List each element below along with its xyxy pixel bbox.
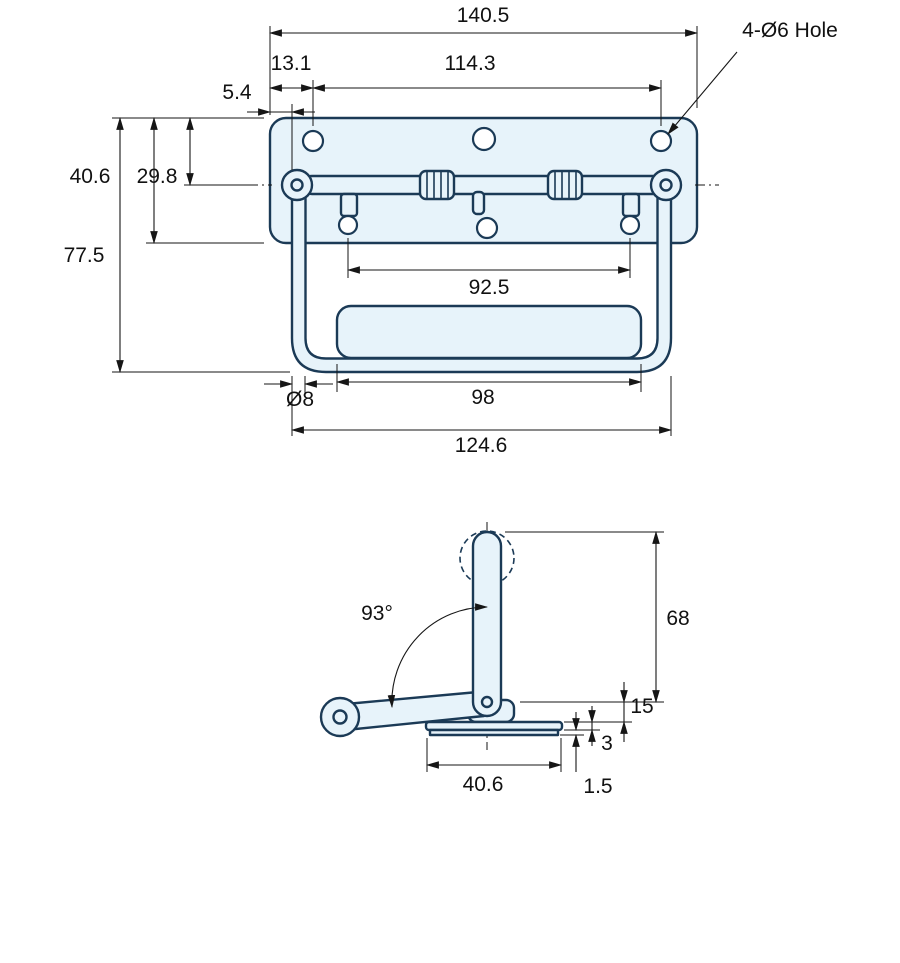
folded-grip-end-center: [332, 709, 348, 725]
mounting-hole-bottom-center: [475, 216, 499, 240]
mounting-hole-top-center: [471, 126, 497, 152]
dim-handle-outer-width-label: 124.6: [455, 434, 508, 457]
coil-body: [418, 169, 456, 201]
pivot-pin: [480, 695, 494, 709]
mounting-hole-bottom-right: [619, 214, 641, 236]
dim-grip-length-label: 98: [471, 386, 494, 409]
dim-overall-width-label: 140.5: [457, 4, 510, 27]
spring-coil-right: [546, 169, 584, 201]
dim-open-angle-arc: [387, 603, 489, 709]
dim-sheet-thickness-label: 1.5: [583, 775, 612, 798]
spring-latch: [471, 190, 486, 216]
base-sheet: [428, 728, 560, 737]
retainer-tab-right: [621, 192, 641, 218]
coil-body: [546, 169, 584, 201]
retainer-tab-left: [339, 192, 359, 218]
dim-handle-edge-offset-label: 5.4: [222, 81, 252, 104]
dim-open-angle-label: 93°: [361, 602, 393, 625]
handle-grip: [335, 304, 643, 360]
dim-overall-height-label: 77.5: [64, 244, 105, 267]
dim-lower-hole-spacing-label: 92.5: [469, 276, 510, 299]
hole-callout-label: 4-Ø6 Hole: [742, 19, 838, 42]
pivot-axle: [301, 174, 665, 196]
dim-handle-height-label: 68: [666, 607, 689, 630]
dim-wire-diameter-label: Ø8: [286, 388, 314, 411]
bail-ear-left-center: [290, 178, 304, 192]
hole-callout-leader: [667, 51, 738, 135]
dim-flange-height-label: 3: [601, 732, 613, 755]
side-view: 93° 68 15 3 1.5 40.6: [319, 522, 690, 798]
dim-pivot-height-label: 15: [630, 695, 653, 718]
front-view: 140.5 114.3 13.1 5.4 29.8 40.6 77.5: [64, 4, 838, 457]
mounting-hole-bottom-left: [337, 214, 359, 236]
spring-coil-left: [418, 169, 456, 201]
dim-base-width-label: 40.6: [463, 773, 504, 796]
raised-handle-arm: [471, 530, 503, 718]
mounting-hole-top-left: [301, 129, 325, 153]
dim-pivot-from-top-label: 29.8: [137, 165, 178, 188]
bail-ear-right-center: [659, 178, 673, 192]
dim-hole-edge-offset-label: 13.1: [271, 52, 312, 75]
mounting-hole-top-right: [649, 129, 673, 153]
dim-plate-height-label: 40.6: [70, 165, 111, 188]
dim-hole-spacing-label: 114.3: [445, 52, 496, 75]
